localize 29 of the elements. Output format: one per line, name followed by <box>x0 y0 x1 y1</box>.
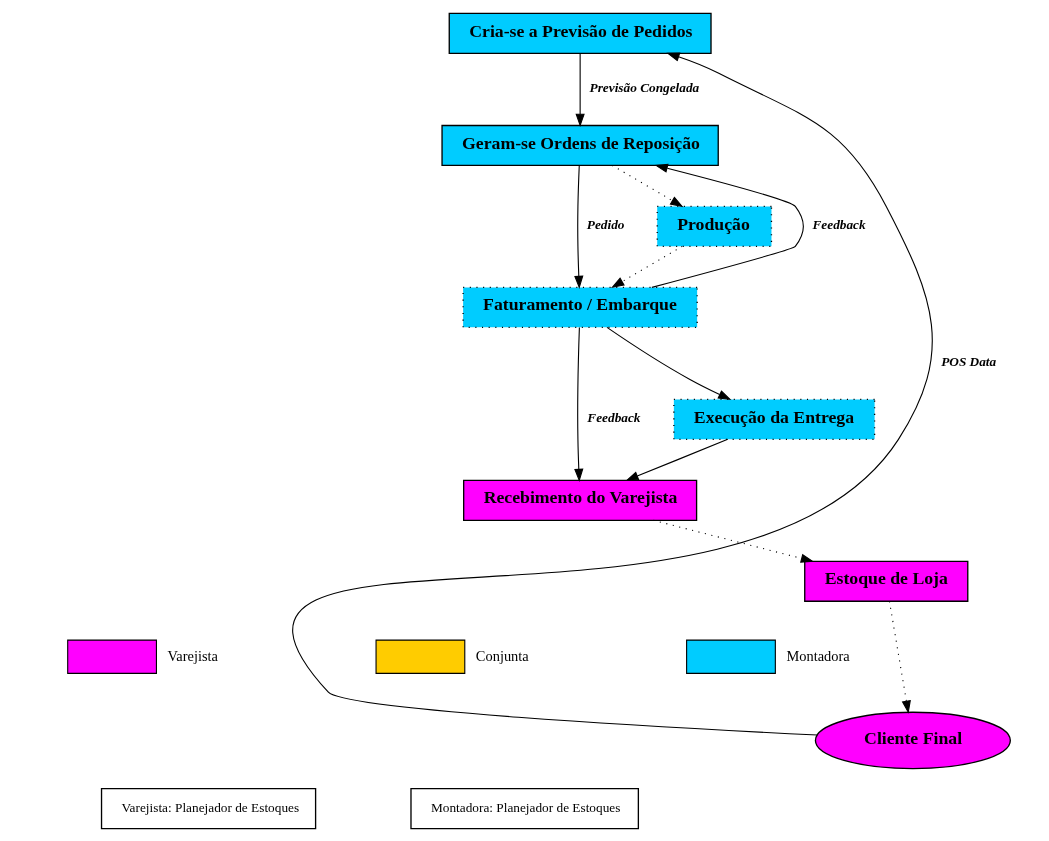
edge-label: Pedido <box>586 216 625 232</box>
edge-label: POS Data <box>941 353 997 369</box>
node-ellipse: Cliente Final <box>814 711 1011 769</box>
arrow <box>625 438 729 481</box>
arrow <box>611 245 683 288</box>
node-box: Recebimento do Varejista <box>463 479 698 521</box>
node-box: Geram-se Ordens de Reposição <box>441 124 719 166</box>
legend-label: Montadora <box>786 647 850 664</box>
arrow <box>651 163 804 288</box>
arrow <box>611 164 684 207</box>
node-box: Varejista: Planejador de Estoques <box>100 787 317 829</box>
arrow <box>606 326 732 400</box>
node-box: Produção <box>656 205 773 247</box>
node-box: Estoque de Loja <box>804 560 969 602</box>
edge-label: Feedback <box>587 409 641 425</box>
arrow <box>574 164 584 289</box>
node-box: Faturamento / Embarque <box>462 286 698 328</box>
node-box: Cria-se a Previsão de Pedidos <box>448 12 712 54</box>
edge-label: Previsão Congelada <box>589 79 700 95</box>
legend-label: Conjunta <box>475 647 529 664</box>
node-box: Execução da Entrega <box>673 398 876 440</box>
arrow <box>888 600 911 714</box>
arrow <box>294 52 933 736</box>
legend-label: Varejista <box>167 647 218 664</box>
arrow <box>574 326 584 482</box>
node-box: Montadora: Planejador de Estoques <box>410 787 640 829</box>
arrow <box>652 519 815 563</box>
edge-label: Feedback <box>812 216 866 232</box>
arrow <box>575 52 585 127</box>
